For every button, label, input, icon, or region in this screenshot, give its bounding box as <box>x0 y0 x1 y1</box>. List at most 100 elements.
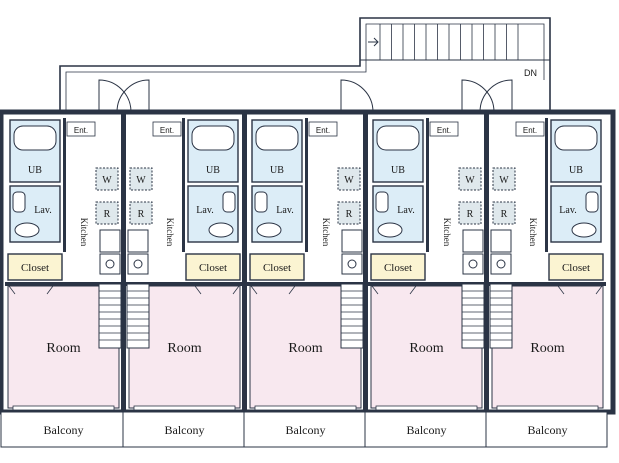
closet-label: Closet <box>562 262 590 274</box>
closet-label: Closet <box>263 262 291 274</box>
interior-wall <box>426 118 429 252</box>
washer <box>95 167 119 191</box>
bathtub-icon <box>554 125 598 151</box>
closet <box>548 253 604 281</box>
loft-ladder <box>340 283 364 349</box>
kitchen-label: Kitchen <box>79 218 89 247</box>
balcony-window <box>133 405 236 411</box>
entry-door-swing <box>340 79 374 113</box>
party-wall <box>363 114 368 412</box>
entrance <box>429 121 459 137</box>
fridge <box>129 201 153 225</box>
sink-icon <box>222 191 236 213</box>
sink-icon <box>375 191 389 213</box>
entry-door-swing <box>461 79 495 113</box>
washer-label: W <box>499 175 509 186</box>
toilet-icon <box>571 222 597 238</box>
party-wall <box>121 114 126 412</box>
party-wall <box>484 114 489 412</box>
unit-bath-label: UB <box>569 165 583 176</box>
room-top-wall <box>368 282 485 286</box>
room-label: Room <box>288 341 322 356</box>
balcony-label: Balcony <box>528 423 568 437</box>
lavatory-label: Lav. <box>397 205 414 216</box>
fridge <box>337 201 361 225</box>
closet-door-swing <box>46 285 54 295</box>
burner-icon <box>347 259 357 269</box>
entry-door-swing <box>98 79 132 113</box>
fridge-label: R <box>467 209 474 220</box>
toilet-icon <box>256 222 282 238</box>
balcony-label: Balcony <box>165 423 205 437</box>
closet-door-swing <box>371 285 379 295</box>
burner-icon <box>496 259 506 269</box>
room-top-wall <box>126 282 243 286</box>
washer-label: W <box>102 175 112 186</box>
entrance <box>66 121 96 137</box>
loft-ladder <box>461 283 485 349</box>
closet-label: Closet <box>199 262 227 274</box>
interior-wall <box>305 118 308 252</box>
balcony-label: Balcony <box>407 423 447 437</box>
party-wall <box>242 114 247 412</box>
kitchen-label: Kitchen <box>442 218 452 247</box>
bathtub-icon <box>376 125 420 151</box>
burner-icon <box>133 259 143 269</box>
balcony-window <box>375 405 478 411</box>
sink-icon <box>254 191 268 213</box>
interior-wall <box>63 118 66 252</box>
closet <box>370 253 426 281</box>
entrance <box>515 121 545 137</box>
fridge-label: R <box>346 209 353 220</box>
corridor-outline <box>59 17 551 114</box>
stove-icon <box>127 253 149 275</box>
lavatory-label: Lav. <box>559 205 576 216</box>
entrance-label: Ent. <box>316 126 330 135</box>
interior-wall <box>182 118 185 252</box>
closet-label: Closet <box>21 262 49 274</box>
room-top-wall <box>5 282 122 286</box>
balcony-window <box>496 405 599 411</box>
closet <box>185 253 241 281</box>
entrance-label: Ent. <box>523 126 537 135</box>
kitchen-sink-icon <box>462 229 484 253</box>
room-label: Room <box>167 341 201 356</box>
stove-icon <box>462 253 484 275</box>
loft-ladder <box>489 283 513 349</box>
toilet-icon <box>14 222 40 238</box>
kitchen-sink-icon <box>341 229 363 253</box>
interior-wall <box>545 118 548 252</box>
entry-door-swing <box>479 79 513 113</box>
kitchen-label: Kitchen <box>528 218 538 247</box>
corridor-inner-line <box>65 23 545 114</box>
closet-door-swing <box>8 285 16 295</box>
entrance <box>152 121 182 137</box>
closet-door-swing <box>288 285 296 295</box>
lavatory-label: Lav. <box>276 205 293 216</box>
unit-bath-label: UB <box>270 165 284 176</box>
washer <box>458 167 482 191</box>
closet-door-swing <box>194 285 202 295</box>
room-label: Room <box>409 341 443 356</box>
kitchen-label: Kitchen <box>321 218 331 247</box>
stair-arrow-icon <box>368 37 379 47</box>
stove-icon <box>341 253 363 275</box>
kitchen-sink-icon <box>127 229 149 253</box>
fridge <box>95 201 119 225</box>
lavatory-label: Lav. <box>196 205 213 216</box>
fridge <box>458 201 482 225</box>
stove-icon <box>99 253 121 275</box>
fridge-label: R <box>501 209 508 220</box>
loft-ladder <box>126 283 150 349</box>
kitchen-sink-icon <box>99 229 121 253</box>
washer-label: W <box>344 175 354 186</box>
fridge-label: R <box>104 209 111 220</box>
balcony-strip <box>0 411 608 448</box>
kitchen-label: Kitchen <box>165 218 175 247</box>
unit-bath-label: UB <box>391 165 405 176</box>
